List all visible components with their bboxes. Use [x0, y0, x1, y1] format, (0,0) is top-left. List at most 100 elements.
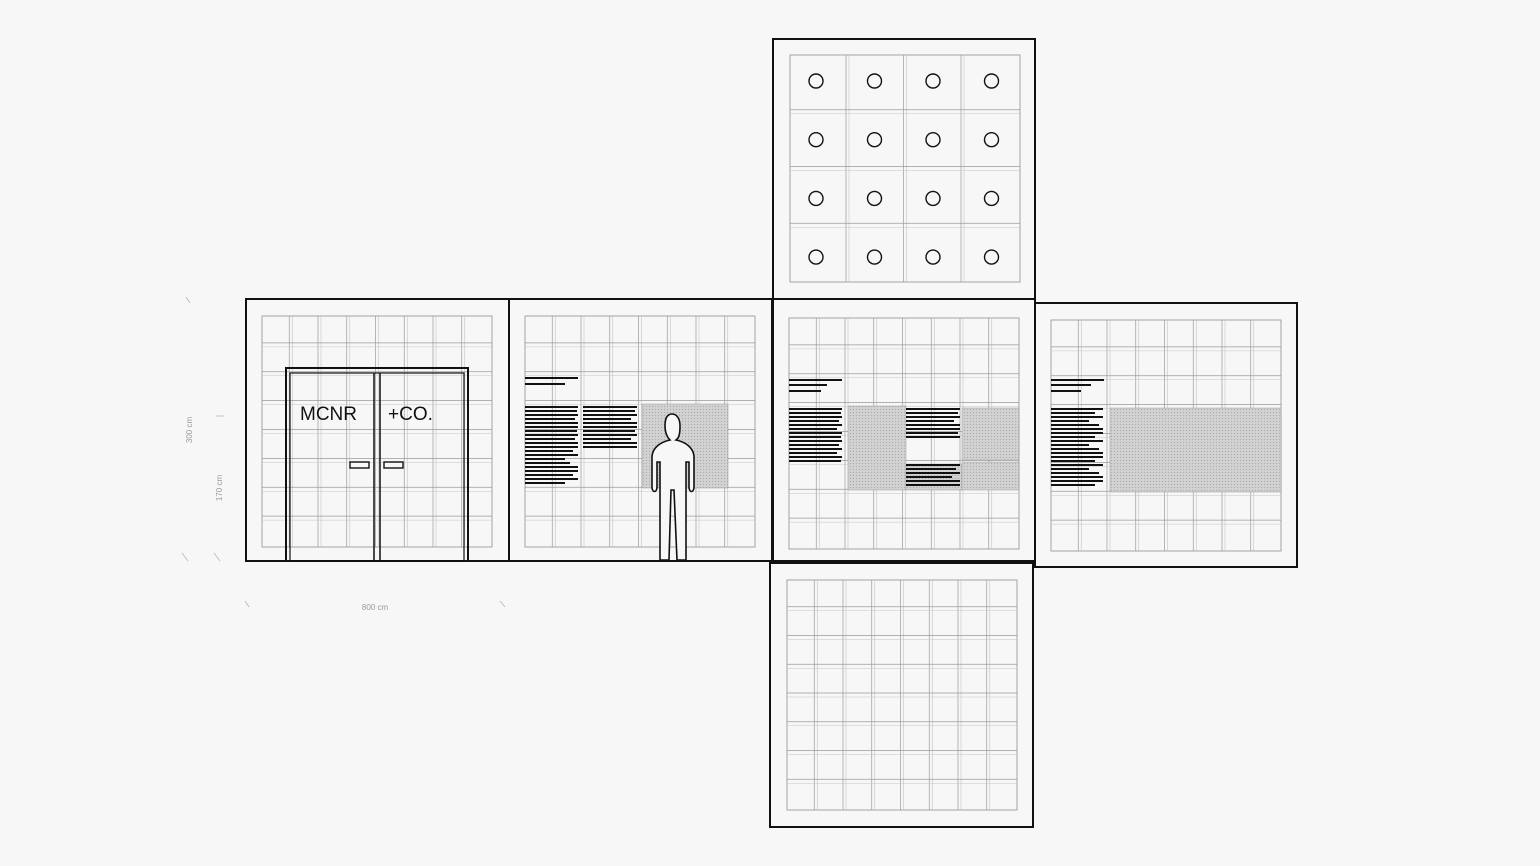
door-frame-inner — [289, 372, 465, 562]
ceiling-light-fixture — [983, 190, 1000, 207]
hatched-area — [961, 461, 1020, 491]
text-line — [525, 383, 565, 385]
ceiling-light-fixture — [983, 249, 1000, 265]
text-line — [525, 474, 573, 476]
text-line — [525, 438, 575, 440]
hatched-areas — [641, 403, 1282, 493]
dimension-width-label: 800 cm — [362, 603, 389, 612]
text-line-blocks — [525, 377, 1104, 486]
text-line — [789, 432, 842, 434]
text-line — [525, 426, 578, 428]
hatched-area — [1109, 407, 1282, 493]
text-line — [583, 426, 637, 428]
text-line — [525, 414, 578, 416]
grid-floor — [786, 579, 1018, 811]
text-line — [906, 480, 960, 482]
text-line — [1051, 416, 1103, 418]
ceiling-light-fixture — [808, 131, 824, 148]
text-line — [1051, 436, 1095, 438]
text-line — [525, 454, 578, 456]
text-line — [525, 442, 578, 444]
text-line — [1051, 480, 1103, 482]
ceiling-light-fixture — [925, 131, 941, 148]
text-line — [525, 430, 577, 432]
text-line — [1051, 390, 1081, 392]
text-line — [583, 418, 631, 420]
text-line — [906, 412, 958, 414]
text-line — [1051, 432, 1103, 434]
text-line — [1051, 464, 1103, 466]
text-line — [583, 410, 635, 412]
text-line — [525, 446, 578, 448]
text-line — [789, 379, 842, 381]
text-line — [789, 436, 841, 438]
text-line — [525, 462, 570, 464]
text-line — [1051, 468, 1089, 470]
ceiling-light-fixture — [925, 73, 941, 89]
text-line — [906, 484, 960, 486]
text-line — [1051, 484, 1095, 486]
double-door — [285, 367, 469, 562]
text-line — [789, 440, 842, 442]
text-line — [583, 438, 631, 440]
text-line — [1051, 408, 1103, 410]
text-line — [789, 452, 837, 454]
text-line — [789, 384, 827, 386]
text-line — [583, 446, 637, 448]
grid-inner-box — [789, 54, 1021, 283]
dim-arrow-width-right — [499, 600, 506, 608]
text-line — [789, 444, 839, 446]
text-line — [789, 412, 841, 414]
text-line — [525, 418, 575, 420]
text-line — [525, 406, 578, 408]
text-line — [1051, 420, 1089, 422]
text-line — [789, 448, 842, 450]
door-handle-left — [349, 461, 370, 469]
text-line — [525, 450, 573, 452]
text-line — [525, 458, 565, 460]
text-line — [583, 430, 635, 432]
ceiling-fixtures — [808, 73, 1000, 265]
text-line — [525, 470, 578, 472]
grid-left-wall — [261, 315, 493, 548]
ceiling-light-fixture — [866, 190, 883, 207]
grid-inner-box — [786, 579, 1018, 811]
panel-right-wall — [1034, 302, 1298, 568]
text-line — [525, 410, 577, 412]
text-line — [1051, 472, 1099, 474]
text-line — [525, 377, 578, 379]
text-line — [583, 434, 637, 436]
ceiling-light-fixture — [925, 190, 941, 207]
ceiling-light-fixture — [866, 249, 883, 265]
text-line — [789, 420, 839, 422]
dimension-marks — [181, 296, 506, 608]
text-line — [525, 466, 578, 468]
human-figure — [651, 413, 695, 561]
dim-arrow-top — [185, 296, 191, 304]
text-line — [789, 456, 842, 458]
dimension-height-eye-label: 170 cm — [215, 475, 224, 502]
grid-inner-box — [261, 315, 493, 548]
dim-arrow-width-left — [244, 600, 250, 608]
text-line — [906, 428, 960, 430]
ceiling-light-fixture — [866, 131, 883, 148]
logo-text-right: +CO. — [388, 404, 433, 425]
text-line — [1051, 428, 1103, 430]
text-line — [1051, 379, 1104, 381]
text-line — [1051, 448, 1099, 450]
text-line — [906, 416, 960, 418]
text-line — [906, 476, 952, 478]
text-line — [583, 414, 637, 416]
panel-floor — [769, 562, 1034, 828]
text-line — [906, 464, 960, 466]
text-line — [1051, 456, 1103, 458]
text-line — [1051, 476, 1103, 478]
hatched-area — [961, 407, 1020, 461]
ceiling-light-fixture — [866, 73, 883, 89]
text-line — [906, 436, 960, 438]
text-line — [525, 482, 565, 484]
text-line — [789, 390, 821, 392]
text-line — [1051, 412, 1095, 414]
text-line — [1051, 460, 1095, 462]
